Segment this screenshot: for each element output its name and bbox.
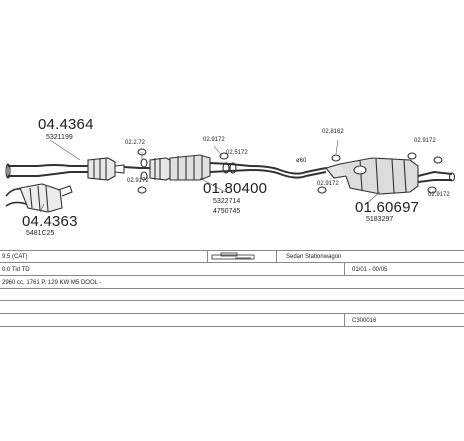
model-variant: 0.0 Tid TD — [2, 267, 30, 273]
part-ref-alt-catalyst: 5481C25 — [26, 230, 55, 237]
table-row: C300016 — [0, 316, 464, 326]
clamp-label-g: 02.9172 — [414, 138, 436, 144]
clamp-label-a: 02.2.72 — [125, 140, 146, 146]
center-pipe — [249, 165, 327, 179]
body-type: Sedan Stationwagon — [286, 254, 342, 260]
table-row: 2960 cc, 1761 P, 129 KW M5 DOOL - — [0, 278, 464, 288]
pipe-diameter-marker: ø60 — [296, 158, 307, 164]
rear-muffler — [325, 152, 456, 195]
part-ref-front-catalyst: 5321199 — [46, 134, 73, 141]
clamp-label-b: 02.9172 — [127, 178, 149, 184]
exhaust-system-diagram: 04.4364 5321199 04.4363 5481C25 01.80400… — [5, 116, 456, 237]
part-ref-center-2: 4750745 — [213, 208, 241, 215]
part-number-center: 01.80400 — [203, 180, 268, 197]
exhaust-drawing — [5, 139, 456, 213]
front-pipe — [5, 163, 92, 179]
table-row: 0.0 Tid TD 01/01 - 00/05 — [0, 265, 464, 275]
part-number-rear: 01.60697 — [355, 199, 420, 216]
catalogue-code: C300016 — [352, 318, 377, 324]
clamp-label-f: 02.9172 — [317, 181, 339, 187]
engine-info: 9.5 (CAT) — [2, 254, 28, 260]
table-row: 9.5 (CAT) Sedan Stationwagon — [0, 252, 464, 262]
leader-lines — [39, 139, 381, 213]
clamp-symbols — [137, 148, 443, 194]
clamp-label-e: 02.8162 — [322, 129, 344, 135]
alternative-front-pipe — [5, 183, 73, 213]
front-catalyst — [87, 157, 125, 181]
car-body-icon — [211, 252, 255, 260]
engine-specs: 2960 cc, 1761 P, 129 KW M5 DOOL - — [2, 280, 102, 286]
clamp-label-d: 02.5172 — [226, 150, 248, 156]
part-ref-rear: 5183297 — [366, 216, 394, 223]
part-number-alt-catalyst: 04.4363 — [22, 213, 78, 230]
part-number-front-catalyst: 04.4364 — [38, 116, 94, 133]
vehicle-info-table: 9.5 (CAT) Sedan Stationwagon 0.0 Tid TD … — [0, 250, 464, 441]
clamp-label-c: 02.9172 — [203, 137, 225, 143]
part-ref-center-1: 5322714 — [213, 198, 241, 205]
clamp-label-h: 02.9172 — [428, 192, 450, 198]
production-dates: 01/01 - 00/05 — [352, 267, 388, 273]
mid-pipe-with-catalysts — [123, 154, 251, 181]
